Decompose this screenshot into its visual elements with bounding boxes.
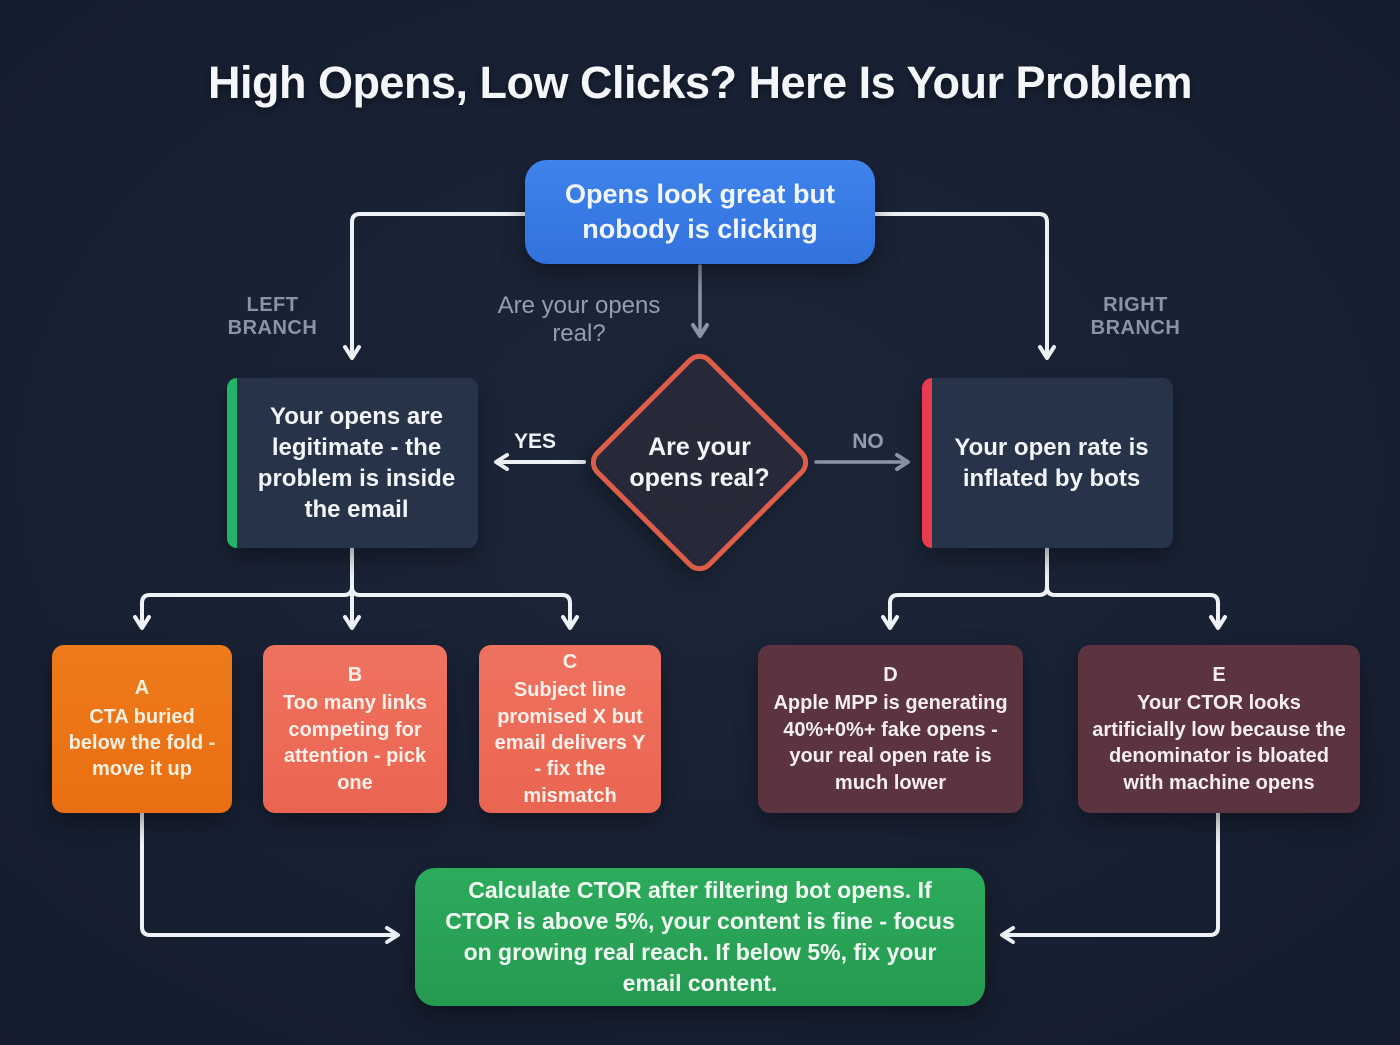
left-outcome-node: Your opens are legitimate - the problem …	[227, 378, 478, 548]
cause-node-d: D Apple MPP is generating 40%+0%+ fake o…	[758, 645, 1023, 813]
cause-node-b: B Too many links competing for attention…	[263, 645, 447, 813]
cause-e-id: E	[1212, 664, 1226, 687]
connector-cause-a-to-conclusion	[140, 811, 400, 944]
conclusion-node: Calculate CTOR after filtering bot opens…	[415, 868, 985, 1006]
decision-diamond-label: Are your opens real?	[629, 432, 770, 492]
yes-edge-label: YES	[513, 430, 557, 453]
cause-node-a: A CTA buried below the fold - move it up	[52, 645, 232, 813]
connector-right-to-cause-e	[1045, 546, 1227, 630]
cause-node-c: C Subject line promised X but email deli…	[479, 645, 661, 813]
conclusion-label: Calculate CTOR after filtering bot opens…	[445, 877, 955, 996]
cause-d-text: Apple MPP is generating 40%+0%+ fake ope…	[773, 692, 1008, 794]
page-title: High Opens, Low Clicks? Here Is Your Pro…	[207, 57, 1193, 108]
cause-a-id: A	[134, 677, 150, 700]
connector-start-to-left-outcome	[343, 212, 528, 360]
cause-c-text: Subject line promised X but email delive…	[494, 679, 646, 807]
left-branch-label: LEFT BRANCH	[227, 294, 318, 339]
green-accent-bar	[227, 378, 237, 548]
right-outcome-label: Your open rate is inflated by bots	[954, 433, 1149, 492]
connector-left-to-cause-a	[133, 546, 354, 630]
no-edge-label: NO	[852, 430, 884, 453]
connector-left-to-cause-c	[350, 546, 579, 630]
cause-a-text: CTA buried below the fold - move it up	[68, 705, 216, 781]
red-accent-bar	[922, 378, 932, 548]
cause-e-text: Your CTOR looks artificially low because…	[1092, 692, 1346, 794]
left-outcome-label: Your opens are legitimate - the problem …	[257, 402, 456, 524]
connector-start-to-right-outcome	[872, 212, 1056, 360]
cause-b-id: B	[347, 664, 363, 687]
connector-cause-e-to-conclusion	[1000, 811, 1220, 944]
start-node: Opens look great but nobody is clicking	[525, 160, 875, 264]
right-outcome-node: Your open rate is inflated by bots	[922, 378, 1173, 548]
cause-b-text: Too many links competing for attention -…	[282, 692, 428, 794]
right-branch-label: RIGHT BRANCH	[1090, 294, 1181, 339]
cause-d-id: D	[883, 664, 898, 687]
cause-node-e: E Your CTOR looks artificially low becau…	[1078, 645, 1360, 813]
question-hint-label: Are your opens real?	[497, 292, 661, 347]
cause-c-id: C	[562, 650, 578, 673]
start-node-label: Opens look great but nobody is clicking	[564, 178, 836, 244]
connector-right-to-cause-d	[881, 546, 1049, 630]
